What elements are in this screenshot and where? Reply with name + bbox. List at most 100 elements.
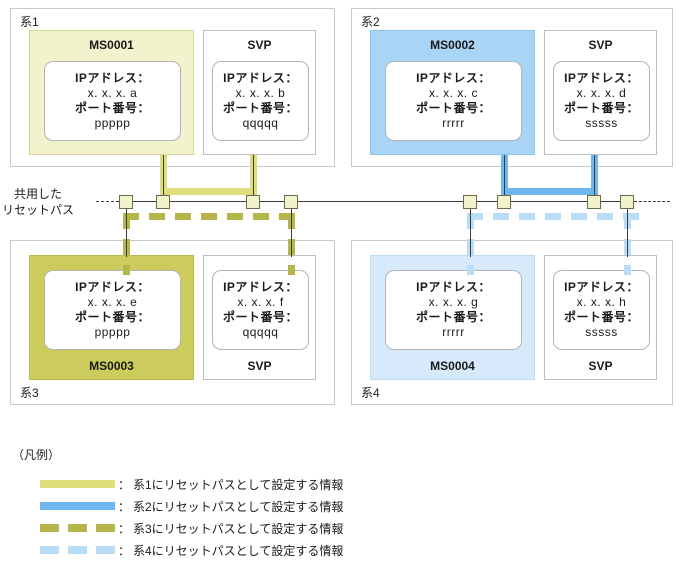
port-label: ポート番号：	[222, 310, 298, 324]
port-label: ポート番号：	[415, 310, 491, 324]
info-card-svp-sys2: IPアドレス： x. x. x. d ポート番号： sssss	[553, 61, 650, 141]
info-card-ms0003: IPアドレス： x. x. x. e ポート番号： ppppp	[44, 270, 181, 350]
legend-colon: ：	[117, 499, 130, 514]
ip-value: x. x. x. b	[235, 86, 286, 100]
legend-colon: ：	[117, 477, 130, 492]
port-value: qqqqq	[242, 116, 279, 130]
ip-value: x. x. x. h	[576, 295, 627, 309]
lead-sys3-svp	[291, 205, 292, 257]
ip-label: IPアドレス：	[416, 71, 491, 85]
ip-value: x. x. x. f	[237, 295, 284, 309]
info-card-ms0002: IPアドレス： x. x. x. c ポート番号： rrrrr	[385, 61, 522, 141]
legend-title: （凡例）	[12, 448, 61, 462]
port-value: qqqqq	[242, 325, 279, 339]
info-card-svp-sys4: IPアドレス： x. x. x. h ポート番号： sssss	[553, 270, 650, 350]
ip-label: IPアドレス：	[564, 71, 639, 85]
bus-node-6	[497, 195, 511, 209]
port-value: ppppp	[94, 325, 131, 339]
unit-ms0001: MS0001 IPアドレス： x. x. x. a ポート番号： ppppp	[29, 30, 194, 155]
info-card-svp-sys1: IPアドレス： x. x. x. b ポート番号： qqqqq	[212, 61, 309, 141]
legend: （凡例） ： 系1にリセットパスとして設定する情報 ： 系2にリセットパスとして…	[12, 446, 672, 561]
path-sys3-horizontal	[123, 213, 295, 220]
unit-svp-sys4: IPアドレス： x. x. x. h ポート番号： sssss SVP	[544, 255, 657, 380]
unit-title-ms0001: MS0001	[89, 38, 134, 52]
legend-swatch-sys3-icon	[40, 524, 115, 532]
unit-svp-sys3: IPアドレス： x. x. x. f ポート番号： qqqqq SVP	[203, 255, 316, 380]
bus-label-line1: 共用した	[14, 187, 63, 201]
unit-ms0004: IPアドレス： x. x. x. g ポート番号： rrrrr MS0004	[370, 255, 535, 380]
unit-ms0002: MS0002 IPアドレス： x. x. x. c ポート番号： rrrrr	[370, 30, 535, 155]
lead-sys4-svp	[627, 205, 628, 257]
legend-swatch-sys2-icon	[40, 502, 115, 510]
legend-row-sys4: ： 系4にリセットパスとして設定する情報	[40, 539, 672, 561]
port-label: ポート番号：	[222, 101, 298, 115]
legend-text-sys2: 系2にリセットパスとして設定する情報	[133, 499, 344, 514]
lead-sys3-ms	[126, 205, 127, 257]
unit-svp-sys1: SVP IPアドレス： x. x. x. b ポート番号： qqqqq	[203, 30, 316, 155]
port-label: ポート番号：	[74, 310, 150, 324]
bus-node-7	[587, 195, 601, 209]
info-card-ms0001: IPアドレス： x. x. x. a ポート番号： ppppp	[44, 61, 181, 141]
path-sys1-horizontal	[160, 188, 257, 195]
unit-title-ms0004: MS0004	[430, 359, 475, 373]
ip-label: IPアドレス：	[223, 280, 298, 294]
unit-title-ms0003: MS0003	[89, 359, 134, 373]
ip-label: IPアドレス：	[223, 71, 298, 85]
ip-value: x. x. x. d	[576, 86, 627, 100]
ip-label: IPアドレス：	[75, 280, 150, 294]
legend-colon: ：	[117, 543, 130, 558]
unit-title-svp-sys1: SVP	[247, 38, 272, 52]
lead-sys4-ms	[470, 205, 471, 257]
bus-node-2	[156, 195, 170, 209]
legend-row-sys2: ： 系2にリセットパスとして設定する情報	[40, 495, 672, 517]
port-label: ポート番号：	[415, 101, 491, 115]
unit-title-ms0002: MS0002	[430, 38, 475, 52]
path-sys2-horizontal	[501, 188, 598, 195]
unit-title-svp-sys2: SVP	[588, 38, 613, 52]
unit-title-svp-sys3: SVP	[247, 359, 272, 373]
ip-value: x. x. x. g	[428, 295, 479, 309]
ip-value: x. x. x. c	[428, 86, 478, 100]
legend-swatch-sys1-icon	[40, 480, 115, 488]
bus-label-line2: リセットパス	[2, 203, 75, 217]
port-value: rrrrr	[442, 116, 465, 130]
info-card-svp-sys3: IPアドレス： x. x. x. f ポート番号： qqqqq	[212, 270, 309, 350]
unit-svp-sys2: SVP IPアドレス： x. x. x. d ポート番号： sssss	[544, 30, 657, 155]
legend-colon: ：	[117, 521, 130, 536]
legend-text-sys3: 系3にリセットパスとして設定する情報	[133, 521, 344, 536]
ip-value: x. x. x. e	[87, 295, 138, 309]
path-sys4-horizontal	[467, 213, 639, 220]
bus-node-1	[119, 195, 133, 209]
system-label-sys4: 系4	[361, 386, 380, 400]
lead-sys1-ms	[163, 155, 164, 200]
legend-swatch-sys4-icon	[40, 546, 115, 554]
bus-node-5	[463, 195, 477, 209]
legend-text-sys1: 系1にリセットパスとして設定する情報	[133, 477, 344, 492]
unit-ms0003: IPアドレス： x. x. x. e ポート番号： ppppp MS0003	[29, 255, 194, 380]
ip-label: IPアドレス：	[564, 280, 639, 294]
port-value: ppppp	[94, 116, 131, 130]
legend-text-sys4: 系4にリセットパスとして設定する情報	[133, 543, 344, 558]
lead-sys1-svp	[253, 155, 254, 200]
info-card-ms0004: IPアドレス： x. x. x. g ポート番号： rrrrr	[385, 270, 522, 350]
bus-node-4	[284, 195, 298, 209]
bus-dashed-right-end	[634, 201, 670, 202]
bus-solid-line	[124, 201, 634, 202]
bus-node-3	[246, 195, 260, 209]
lead-sys2-svp	[594, 155, 595, 200]
legend-row-sys3: ： 系3にリセットパスとして設定する情報	[40, 517, 672, 539]
port-label: ポート番号：	[563, 310, 639, 324]
ip-label: IPアドレス：	[416, 280, 491, 294]
port-value: sssss	[585, 116, 618, 130]
ip-label: IPアドレス：	[75, 71, 150, 85]
port-value: rrrrr	[442, 325, 465, 339]
lead-sys2-ms	[504, 155, 505, 200]
system-label-sys3: 系3	[20, 386, 39, 400]
bus-dashed-left-end	[96, 201, 124, 202]
legend-row-sys1: ： 系1にリセットパスとして設定する情報	[40, 473, 672, 495]
ip-value: x. x. x. a	[87, 86, 138, 100]
bus-node-8	[620, 195, 634, 209]
unit-title-svp-sys4: SVP	[588, 359, 613, 373]
port-label: ポート番号：	[563, 101, 639, 115]
